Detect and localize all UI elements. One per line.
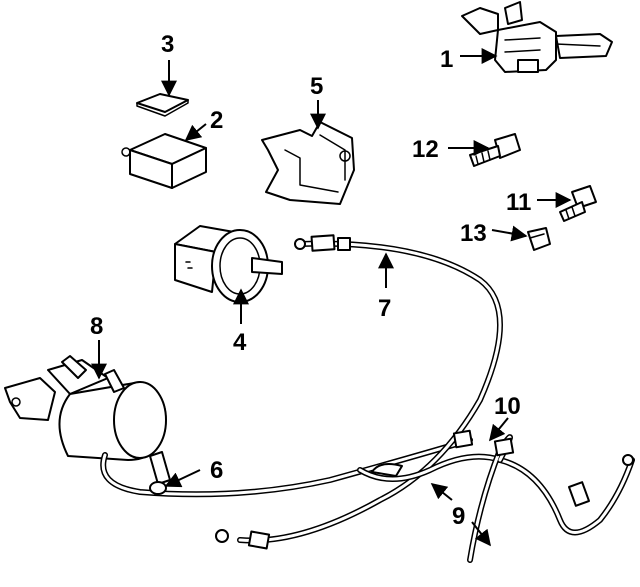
callout-3: 3 <box>161 31 174 58</box>
callout-10: 10 <box>494 393 521 420</box>
callout-5: 5 <box>310 73 323 100</box>
callout-13: 13 <box>460 220 487 247</box>
part-1-switch <box>461 1 613 73</box>
callout-arrows <box>91 48 572 547</box>
callout-8: 8 <box>90 313 103 340</box>
part-11-screw <box>559 185 597 222</box>
callout-7: 7 <box>378 295 391 322</box>
part-3-pad <box>136 93 189 117</box>
callout-2: 2 <box>210 107 223 134</box>
part-4-servo <box>174 225 283 303</box>
part-13-clip <box>527 227 551 251</box>
callout-9: 9 <box>452 503 465 530</box>
callout-4: 4 <box>233 329 247 356</box>
part-8-canister <box>4 355 171 485</box>
callout-1: 1 <box>440 46 453 73</box>
callout-6: 6 <box>210 457 223 484</box>
part-6-hose <box>100 437 473 498</box>
callout-11: 11 <box>506 189 531 216</box>
part-2-module <box>121 133 207 189</box>
callout-labels: 1 2 3 4 5 6 7 8 9 10 11 12 13 <box>90 31 531 530</box>
part-7-cable <box>215 234 503 550</box>
part-12-screw <box>469 133 521 167</box>
part-10-fitting <box>371 429 515 477</box>
callout-12: 12 <box>412 136 439 163</box>
part-5-bracket <box>261 121 355 205</box>
